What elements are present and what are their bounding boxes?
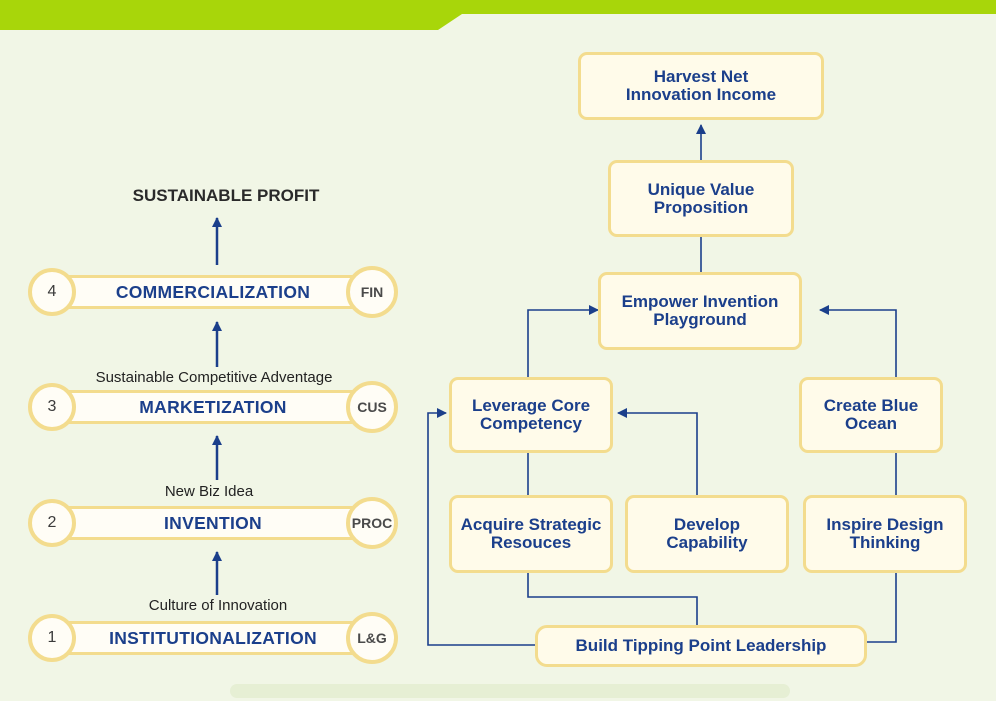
top-accent-bar xyxy=(0,0,996,30)
box-build-leadership: Build Tipping Point Leadership xyxy=(535,625,867,667)
box-acquire-resources: Acquire Strategic Resouces xyxy=(449,495,613,573)
box-unique-value-label: Unique Value Proposition xyxy=(647,179,755,217)
box-inspire-design: Inspire Design Thinking xyxy=(803,495,967,573)
box-empower-invention-label: Empower Invention Playground xyxy=(621,292,779,329)
box-develop-capability-label: Develop Capability xyxy=(666,515,748,552)
stage-number: 4 xyxy=(28,268,76,316)
box-empower-invention: Empower Invention Playground xyxy=(598,272,802,350)
box-harvest-income-label: Harvest Net Innovation Income xyxy=(625,67,777,104)
stage-label: INSTITUTIONALIZATION xyxy=(48,621,378,655)
box-harvest-income: Harvest Net Innovation Income xyxy=(578,52,824,120)
box-build-leadership-label: Build Tipping Point Leadership xyxy=(575,636,827,655)
box-develop-capability: Develop Capability xyxy=(625,495,789,573)
stage-number: 3 xyxy=(28,383,76,431)
stage-tag: PROC xyxy=(346,497,398,549)
stage-label: MARKETIZATION xyxy=(48,390,378,424)
caption-culture-of-innovation: Culture of Innovation xyxy=(148,597,288,614)
stage-label: COMMERCIALIZATION xyxy=(48,275,378,309)
box-inspire-design-label: Inspire Design Thinking xyxy=(826,515,944,552)
caption-sustainable-advantage: Sustainable Competitive Adventage xyxy=(95,369,333,386)
stage-tag: CUS xyxy=(346,381,398,433)
stage-tag: FIN xyxy=(346,266,398,318)
box-acquire-resources-label: Acquire Strategic Resouces xyxy=(460,515,602,552)
box-create-blue-ocean-label: Create Blue Ocean xyxy=(823,396,919,433)
sustainable-profit-title: SUSTAINABLE PROFIT xyxy=(132,186,320,205)
stage-number: 1 xyxy=(28,614,76,662)
box-leverage-core: Leverage Core Competency xyxy=(449,377,613,453)
stage-tag: L&G xyxy=(346,612,398,664)
bottom-shadow xyxy=(230,684,790,698)
box-leverage-core-label: Leverage Core Competency xyxy=(471,396,591,433)
box-unique-value: Unique Value Proposition xyxy=(608,160,794,237)
caption-new-biz-idea: New Biz Idea xyxy=(164,483,254,500)
stage-label: INVENTION xyxy=(48,506,378,540)
stage-number: 2 xyxy=(28,499,76,547)
box-create-blue-ocean: Create Blue Ocean xyxy=(799,377,943,453)
